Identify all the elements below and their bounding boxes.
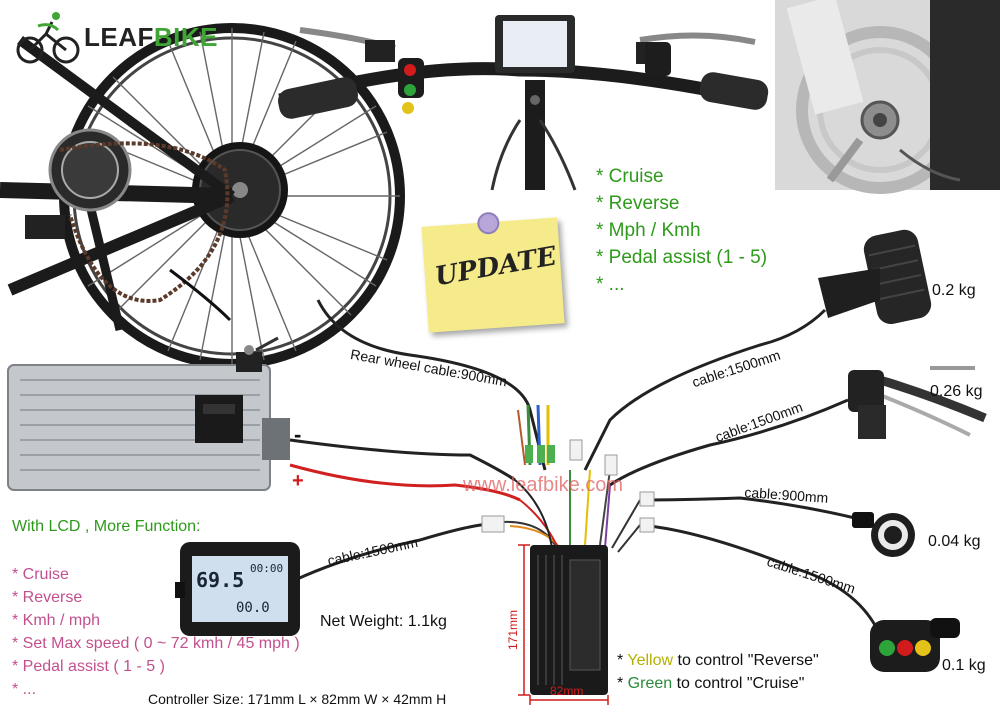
lcd-feature-item: * Cruise [12,566,69,583]
brand-logo: LEAFBIKE [84,22,218,53]
pas-sensor-illustration [852,512,915,557]
lcd-feature-item: * Pedal assist ( 1 - 5 ) [12,658,165,675]
brake-lever-illustration [848,366,987,439]
cyclist-logo-icon [16,12,80,64]
pas-weight: 0.04 kg [928,533,981,550]
throttle-illustration [818,229,932,325]
bike-frame [0,35,235,332]
controller-size-line: Controller Size: 171mm L × 82mm W × 42mm… [148,691,447,707]
yellow-wire-note: * Yellow to control "Reverse" [617,652,819,670]
feature-list-top: * Cruise * Reverse * Mph / Kmh * Pedal a… [596,163,767,298]
lcd-feature-item: * Kmh / mph [12,612,101,629]
logo-word: LEAF [84,22,154,52]
logo-word-accent: BIKE [153,22,219,52]
green-word: Green [627,675,673,692]
lcd-feature-list: * Cruise * Reverse * Kmh / mph * Set Max… [12,563,300,701]
pushpin-icon [476,211,501,235]
lcd-speed-readout: 69.5 [196,568,245,592]
feature-item: * Pedal assist (1 - 5) [596,247,768,268]
brake-weight: 0.26 kg [930,383,983,400]
lcd-feature-item: * Set Max speed ( 0 ~ 72 kmh / 45 mph ) [12,635,300,652]
controller-width-label: 82mm [550,684,584,698]
wire-note-rest: to control "Reverse" [673,652,819,669]
feature-item: * Mph / Kmh [596,220,701,241]
battery-illustration [7,336,290,491]
front-hub-illustration [775,0,1000,194]
feature-item: * Reverse [596,193,680,214]
battery-minus-terminal: - [294,422,302,447]
feature-item: * Cruise [596,166,664,187]
switch-weight: 0.1 kg [942,657,986,674]
handlebar-illustration [277,15,769,191]
net-weight: Net Weight: 1.1kg [320,613,447,630]
wire-note-prefix: * [617,652,628,669]
throttle-weight: 0.2 kg [932,282,976,299]
lcd-trip-readout: 00.0 [236,600,270,616]
lcd-feature-item: * Reverse [12,589,83,606]
wire-note-prefix: * [617,675,628,692]
cable-bundle [289,299,882,636]
lcd-feature-item: * ... [12,681,37,698]
yellow-word: Yellow [627,652,674,669]
controller-height-label: 171mm [506,609,520,650]
wire-note-rest: to control "Cruise" [672,675,805,692]
green-wire-note: * Green to control "Cruise" [617,675,804,693]
lcd-unit-illustration [175,542,300,636]
feature-item: * ... [596,274,625,295]
controller-illustration [518,544,609,705]
battery-plus-terminal: + [292,470,304,492]
website-watermark: www.leafbike.com [463,474,624,496]
update-note-text: UPDATE [432,241,559,293]
lcd-section-heading: With LCD , More Function: [12,518,201,535]
function-switch-illustration [870,618,960,672]
lcd-time-readout: 00:00 [250,562,284,575]
update-sticky-note: UPDATE [421,211,565,333]
